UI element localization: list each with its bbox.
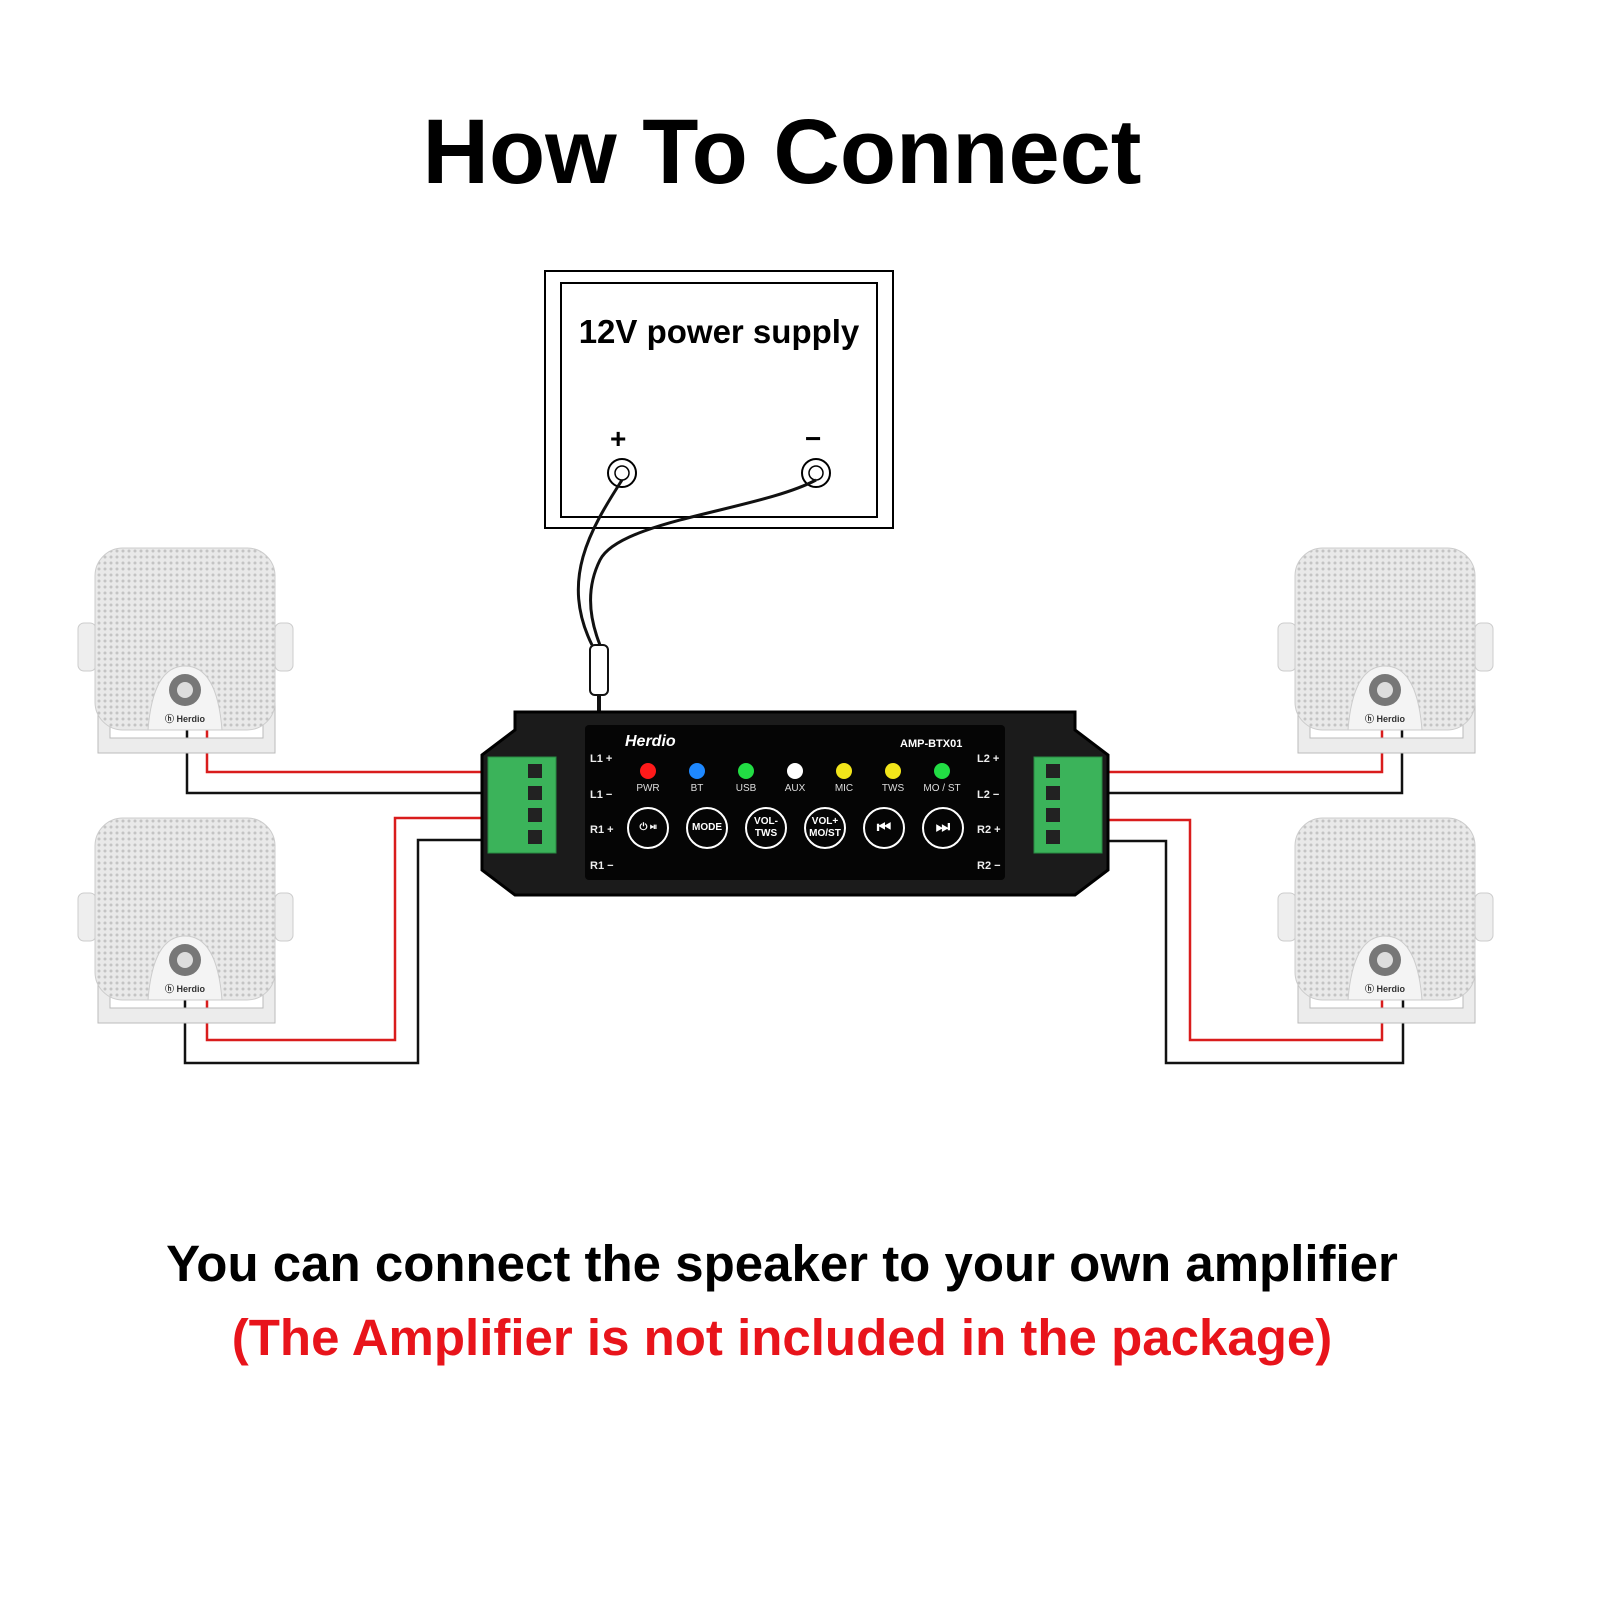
positive-label: +	[610, 423, 627, 454]
next-button[interactable]: ⏭	[922, 807, 964, 849]
left-terminal-block	[487, 756, 557, 854]
terminal-label: L2 +	[977, 753, 1000, 765]
speaker-top-right	[1277, 547, 1494, 754]
led-label: MO / ST	[923, 783, 961, 794]
speaker-top-left	[77, 547, 294, 754]
led-indicator-icon	[689, 763, 705, 779]
led-indicator-icon	[934, 763, 950, 779]
page-title: How To Connect	[422, 101, 1142, 203]
speaker-bottom-right	[1277, 817, 1494, 1024]
led-label: USB	[735, 783, 757, 794]
terminal-label: R2 +	[977, 824, 1001, 836]
led-indicator-icon	[787, 763, 803, 779]
led-label: TWS	[881, 783, 905, 794]
power-supply	[544, 270, 894, 529]
amp-model: AMP-BTX01	[900, 738, 963, 750]
terminal-label: L1 −	[590, 789, 613, 801]
led-indicator-icon	[836, 763, 852, 779]
led-indicator-icon	[738, 763, 754, 779]
terminal-label: R2 −	[977, 860, 1001, 872]
amplifier	[480, 710, 1110, 897]
caption-line-2: (The Amplifier is not included in the pa…	[231, 1309, 1333, 1366]
vol-up-most-button[interactable]: VOL+ MO/ST	[804, 807, 846, 849]
negative-terminal-icon	[801, 458, 831, 488]
led-label: BT	[690, 783, 704, 794]
amp-brand: Herdio	[625, 733, 676, 750]
terminal-label: L2 −	[977, 789, 1000, 801]
terminal-label: R1 +	[590, 824, 614, 836]
led-label: MIC	[834, 783, 854, 794]
terminal-label: L1 +	[590, 753, 613, 765]
led-label: PWR	[636, 783, 660, 794]
power-play-button[interactable]: ⏻ ⏯	[627, 807, 669, 849]
led-indicator-icon	[885, 763, 901, 779]
led-label: AUX	[784, 783, 806, 794]
previous-button[interactable]: ⏮	[863, 807, 905, 849]
led-indicator-icon	[640, 763, 656, 779]
terminal-label: R1 −	[590, 860, 614, 872]
speaker-bottom-left	[77, 817, 294, 1024]
positive-terminal-icon	[607, 458, 637, 488]
mode-button[interactable]: MODE	[686, 807, 728, 849]
caption-line-1: You can connect the speaker to your own …	[166, 1235, 1398, 1292]
right-terminal-block	[1033, 756, 1103, 854]
negative-label: −	[805, 423, 822, 454]
vol-down-tws-button[interactable]: VOL- TWS	[745, 807, 787, 849]
power-cable	[576, 478, 817, 714]
power-supply-label: 12V power supply	[578, 313, 860, 350]
